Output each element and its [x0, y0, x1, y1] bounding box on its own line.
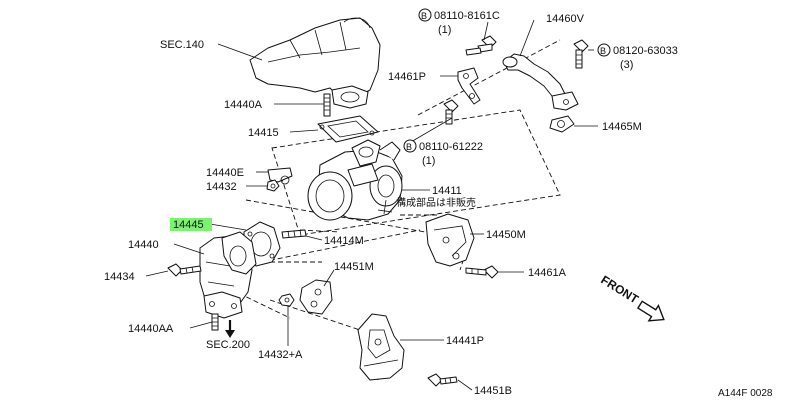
- figure-code: A144F 0028: [718, 388, 773, 399]
- exhaust-outlet-14440: [199, 231, 257, 319]
- label-14440AA[interactable]: 14440AA: [128, 323, 174, 335]
- stud-14440AA: [211, 313, 219, 331]
- label-14450M[interactable]: 14450M: [486, 229, 526, 241]
- sec200-arrow: [225, 320, 235, 338]
- label-14411-note: 構成部品は非販売: [396, 196, 476, 209]
- bracket-14451M: [299, 279, 333, 315]
- heat-insulator-14441P: [357, 313, 405, 381]
- b-symbol: B: [406, 142, 412, 152]
- front-label: FRONT: [598, 273, 641, 307]
- bolt1-part-number: 08110-8161C: [434, 10, 500, 22]
- bolt-14434: [167, 263, 202, 277]
- bolt2-part-number: 08120-63033: [613, 45, 678, 57]
- bolt-14461A: [465, 265, 499, 279]
- b-symbol-circle: [418, 8, 432, 22]
- label-14415[interactable]: 14415: [248, 127, 279, 139]
- bolt1-quantity: (1): [438, 24, 451, 36]
- bolt-08120-63033: [573, 39, 589, 69]
- b-symbol-circle: [403, 139, 417, 153]
- label-sec140[interactable]: SEC.140: [160, 39, 204, 51]
- gasket-14415: [317, 115, 379, 143]
- label-14432[interactable]: 14432: [206, 181, 237, 193]
- front-direction-arrow: FRONT: [598, 273, 665, 322]
- stud-14440A: [323, 93, 331, 117]
- b-symbol: B: [600, 46, 606, 56]
- b-symbol: B: [421, 11, 427, 21]
- label-14411[interactable]: 14411: [432, 185, 462, 197]
- label-14434[interactable]: 14434: [104, 271, 135, 283]
- bolt-callout-3[interactable]: B 08110-61222 (1): [403, 139, 483, 167]
- part-labels: SEC.140 14440A 14415 14440E 14432 14445 …: [104, 13, 642, 397]
- label-14414M[interactable]: 14414M: [324, 235, 364, 247]
- label-14441P[interactable]: 14441P: [446, 335, 484, 347]
- label-14451B[interactable]: 14451B: [474, 385, 512, 397]
- bolt2-quantity: (3): [620, 59, 633, 71]
- label-sec200[interactable]: SEC.200: [206, 339, 250, 351]
- exhaust-manifold: [249, 17, 381, 109]
- bolt-callout-2[interactable]: B 08120-63033 (3): [597, 43, 678, 71]
- turbocharger-14411: [307, 139, 403, 221]
- nut-14432A: [278, 293, 295, 307]
- bracket-14440E: [267, 167, 293, 185]
- label-14465M[interactable]: 14465M: [602, 121, 642, 133]
- bolt3-quantity: (1): [422, 155, 435, 167]
- b-symbol-circle: [597, 43, 611, 57]
- nut-14432: [266, 179, 280, 192]
- label-14440E[interactable]: 14440E: [206, 167, 244, 179]
- assembly-dashed-outline: [230, 39, 561, 381]
- heat-insulator-14450M: [425, 213, 475, 267]
- label-14451M[interactable]: 14451M: [334, 261, 374, 273]
- stud-14414M: [281, 229, 307, 239]
- label-14445-highlight: [170, 218, 212, 231]
- bolt-14451B: [427, 373, 458, 387]
- bracket-14461P: [457, 67, 481, 105]
- label-14440A[interactable]: 14440A: [224, 99, 263, 111]
- gasket-14465M: [549, 115, 575, 133]
- label-14461P[interactable]: 14461P: [388, 71, 426, 83]
- leader-lines: [145, 19, 598, 391]
- label-14445[interactable]: 14445: [173, 219, 204, 231]
- oil-pipe-14460V: [502, 53, 579, 111]
- label-14460V[interactable]: 14460V: [546, 13, 585, 25]
- bolt3-part-number: 08110-61222: [419, 141, 483, 153]
- bolt-callout-1[interactable]: B 08110-8161C (1): [418, 8, 500, 36]
- label-14461A[interactable]: 14461A: [528, 267, 567, 279]
- bolt-08110-8161C: [465, 35, 497, 56]
- bolt-08110-61222: [443, 99, 459, 125]
- label-14440[interactable]: 14440: [128, 239, 159, 251]
- label-14432A[interactable]: 14432+A: [258, 349, 303, 361]
